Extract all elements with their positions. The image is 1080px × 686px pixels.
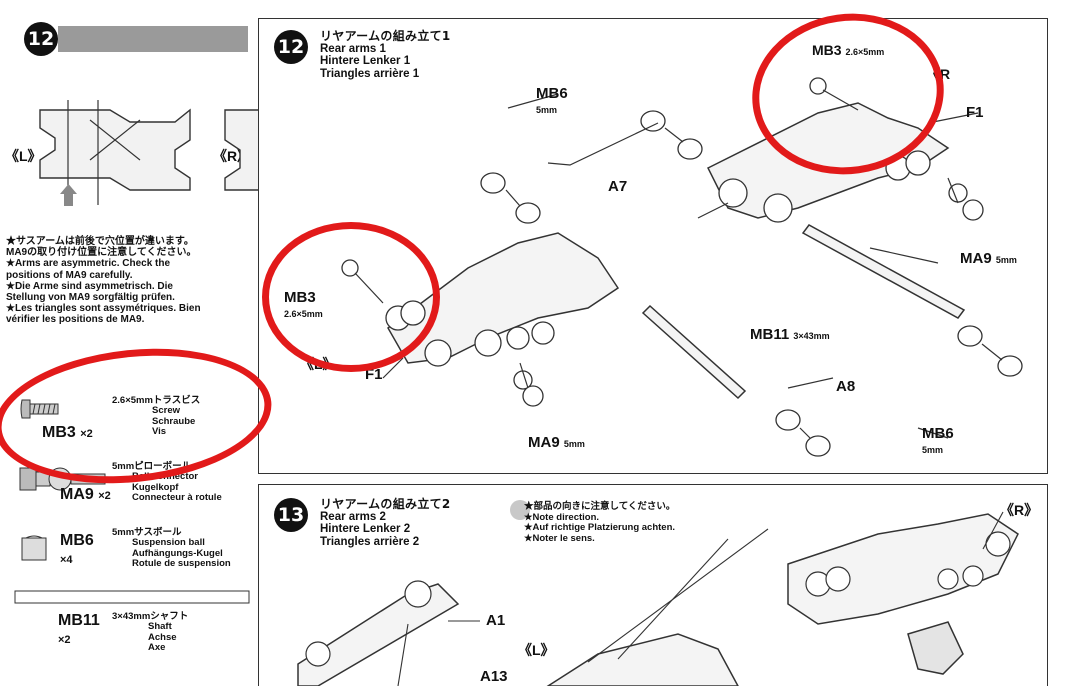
step-12-title: リヤアームの組み立て1 Rear arms 1 Hintere Lenker 1… (320, 30, 451, 80)
step-12-title-de: Hintere Lenker 1 (320, 55, 411, 68)
step-12-assembly-illustration (341, 77, 1023, 457)
part-ma9: MA9 ×2 5mmピローボール Ball connector Kugelkop… (19, 461, 260, 516)
ball-connector-icon (19, 467, 106, 491)
screw-icon (20, 399, 59, 419)
part-desc-line: Screw (152, 405, 180, 417)
part-qty: ×2 (80, 428, 93, 440)
label-a13: A13 (480, 668, 508, 685)
left-note-line: positions of MA9 carefully. (6, 269, 133, 281)
highlight-circle-mb3-left (262, 222, 440, 372)
label-side-l-step13: 《L》 (518, 642, 555, 658)
label-size: 2.6×5mm (845, 47, 885, 57)
left-note-line: Stellung von MA9 sorgfältig prüfen. (6, 291, 175, 303)
left-notes: ★サスアームは前後で穴位置が違います。 MA9の取り付け位置に注意してください。… (6, 236, 252, 326)
label-f1-right: F1 (966, 104, 984, 121)
label-ma9-left: MA9 5mm (528, 434, 585, 451)
step-13-title-de: Hintere Lenker 2 (320, 523, 411, 536)
arm-comparison-illustration (39, 100, 381, 206)
label-mb6-bottom: MB6 5mm (922, 426, 954, 456)
label-size: 5mm (995, 255, 1017, 265)
part-desc-line: 5mmピローボール (112, 461, 192, 472)
step-13-note-line: ★Auf richtige Platzierung achten. (524, 522, 676, 534)
left-note-line: MA9の取り付け位置に注意してください。 (6, 247, 197, 259)
part-qty: ×4 (60, 554, 73, 566)
part-qty: ×2 (98, 490, 111, 502)
left-note-line: ★サスアームは前後で穴位置が違います。 (6, 236, 194, 247)
part-mb11: MB11 ×2 3×43mmシャフト Shaft Achse Axe (14, 590, 260, 672)
part-desc-line: Kugelkopf (132, 481, 179, 493)
label-code: MB6 (922, 425, 954, 442)
part-code: MA9 (60, 486, 94, 503)
left-note-line: ★Die Arme sind asymmetrisch. Die (6, 280, 173, 292)
step-12-title-fr: Triangles arrière 1 (320, 67, 420, 80)
part-description: 3×43mmシャフト Shaft Achse Axe (112, 611, 189, 654)
left-note-line: vérifier les positions de MA9. (6, 314, 145, 326)
part-code: MB3 (42, 424, 76, 441)
part-desc-line: Schraube (152, 415, 196, 427)
label-code: MA9 (960, 250, 992, 267)
label-size: 3×43mm (793, 331, 830, 341)
step-13-title: リヤアームの組み立て2 Rear arms 2 Hintere Lenker 2… (320, 498, 451, 548)
part-desc-line: Connecteur à rotule (132, 492, 222, 504)
step-13-title-en: Rear arms 2 (320, 510, 386, 523)
left-step-number-badge: 12 (24, 22, 58, 56)
label-a7: A7 (608, 178, 628, 195)
part-desc-line: Vis (152, 426, 167, 438)
label-code: MB3 (812, 42, 842, 58)
part-desc-line: 2.6×5mmトラスビス (112, 395, 201, 406)
part-desc-line: 5mmサスボール (112, 527, 182, 538)
left-note-line: ★Arms are asymmetric. Check the (6, 258, 171, 270)
label-side-r-step13: 《R》 (1000, 502, 1039, 518)
part-code: MB11 (58, 612, 100, 629)
step-13-notes: ★部品の向きに注意してください。 ★Note direction. ★Auf r… (524, 501, 676, 545)
label-code: MB6 (536, 85, 568, 102)
part-desc-line: Achse (148, 631, 177, 643)
part-mb3: MB3 ×2 2.6×5mmトラスビス Screw Schraube Vis (20, 394, 260, 456)
note-marker-dot (510, 500, 530, 520)
part-desc-line: Ball connector (132, 471, 198, 483)
label-mb3-right: MB3 2.6×5mm (812, 42, 884, 58)
label-ma9-right: MA9 5mm (960, 250, 1017, 267)
label-mb6-top: MB6 5mm (536, 86, 568, 116)
part-code: MB6 (60, 532, 94, 549)
label-a1: A1 (486, 612, 506, 629)
step-13-note-line: ★部品の向きに注意してください。 (524, 501, 676, 512)
shaft-icon (14, 590, 250, 604)
step-12-title-en: Rear arms 1 (320, 42, 386, 55)
step-13-note-line: ★Note direction. (524, 511, 600, 523)
label-a8: A8 (836, 378, 856, 395)
step-12-number-badge: 12 (274, 30, 308, 64)
part-desc-line: Rotule de suspension (132, 558, 231, 570)
part-description: 5mmサスボール Suspension ball Aufhängungs-Kug… (112, 527, 231, 570)
left-note-line: ★Les triangles sont assymétriques. Bien (6, 303, 201, 315)
step-13-title-ja: リヤアームの組み立て2 (320, 497, 451, 511)
step-12-title-ja: リヤアームの組み立て1 (320, 29, 451, 43)
label-code: MB11 (750, 326, 790, 343)
part-desc-line: Shaft (148, 621, 172, 633)
step-13-number-badge: 13 (274, 498, 308, 532)
part-mb6: MB6 ×4 5mmサスボール Suspension ball Aufhängu… (20, 527, 260, 584)
part-qty: ×2 (58, 634, 71, 646)
part-desc-line: Axe (148, 642, 166, 654)
part-desc-line: Aufhängungs-Kugel (132, 547, 223, 559)
step-13-note-line: ★Noter le sens. (524, 532, 595, 544)
step-13-assembly-illustration (297, 511, 1019, 686)
step-13-title-fr: Triangles arrière 2 (320, 535, 420, 548)
part-desc-line: 3×43mmシャフト (112, 611, 189, 622)
part-description: 5mmピローボール Ball connector Kugelkopf Conne… (112, 461, 222, 504)
left-side-label-l: 《L》 (5, 148, 42, 164)
label-code: MA9 (528, 434, 560, 451)
suspension-ball-icon (21, 535, 47, 561)
label-side-r-step12: 《R (926, 66, 951, 82)
part-desc-line: Suspension ball (132, 537, 205, 549)
left-step-header-bar (58, 26, 248, 52)
label-mb11: MB11 3×43mm (750, 326, 830, 343)
label-size: 5mm (922, 445, 944, 455)
label-size: 5mm (536, 105, 558, 115)
label-size: 5mm (563, 439, 585, 449)
part-description: 2.6×5mmトラスビス Screw Schraube Vis (112, 395, 201, 438)
